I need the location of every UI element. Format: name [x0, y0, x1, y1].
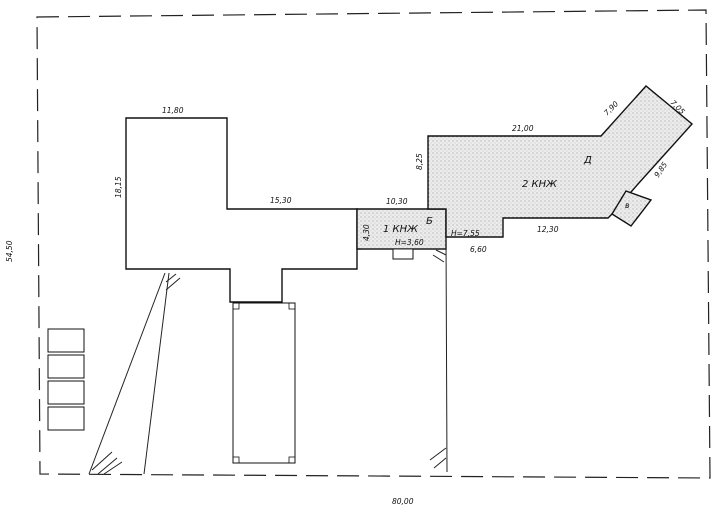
dim-site-width: 80,00: [392, 497, 414, 506]
yard-divider-line: [445, 236, 448, 473]
dim-b1-side: 4,30: [362, 224, 371, 241]
parking-spot: [47, 354, 85, 379]
dim-b2-top: 21,00: [512, 124, 534, 133]
site-boundary: [36, 9, 711, 479]
dim-b2-step: 6,60: [470, 245, 487, 254]
label-b1-height: H=3,60: [395, 238, 424, 247]
dim-main-side: 18,15: [114, 176, 123, 198]
main-building: [125, 117, 358, 303]
carport-post: [288, 456, 296, 464]
dim-b1-top: 10,30: [386, 197, 408, 206]
dim-main-top: 11,80: [162, 106, 184, 115]
driveway-right-line: [143, 272, 170, 475]
driveway-top-hatch: [165, 273, 181, 291]
label-b2-height: H=7,55: [451, 229, 480, 238]
dim-site-depth: 54,50: [5, 240, 14, 262]
label-b1-name: 1 КНЖ: [383, 224, 419, 235]
carport-post: [232, 456, 240, 464]
dim-b2-diag1: 7,90: [602, 99, 620, 117]
driveway-hatch: [91, 451, 123, 475]
label-b2-letter: Д: [583, 155, 592, 166]
building-1-porch: [392, 248, 414, 260]
driveway-left-line: [88, 272, 166, 475]
parking-spot: [47, 406, 85, 431]
carport-post: [288, 302, 296, 310]
label-b2-small-letter: в: [625, 201, 629, 210]
carport-post: [232, 302, 240, 310]
building-2-knzh: [427, 85, 694, 238]
building-2-annex: [611, 190, 653, 227]
dim-main-wing: 15,30: [270, 196, 292, 205]
parking-spot: [47, 380, 85, 405]
dim-b2-side: 8,25: [415, 153, 424, 170]
parking-spot: [47, 328, 85, 353]
yard-hatch: [429, 249, 447, 469]
label-b1-letter: Б: [426, 216, 433, 227]
carport: [232, 302, 296, 464]
label-b2-name: 2 КНЖ: [522, 179, 558, 190]
dim-b2-bottom: 12,30: [537, 225, 559, 234]
